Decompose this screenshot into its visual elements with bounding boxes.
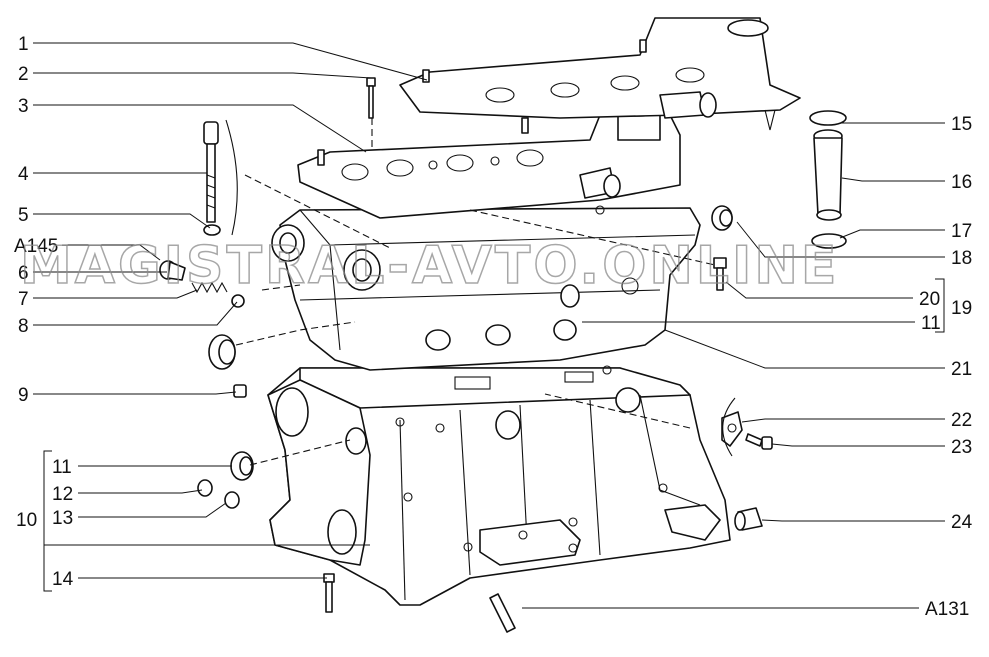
plug-6 [159, 260, 186, 281]
bush-13 [224, 491, 240, 509]
dowel-bush-9 [233, 384, 247, 398]
callout-label-a131: A131 [925, 599, 969, 620]
leader-line-8 [33, 301, 238, 326]
callout-label-9: 9 [18, 385, 29, 406]
callout-label-1: 1 [18, 34, 29, 55]
leader-line-22 [741, 418, 945, 423]
leader-line-3 [33, 104, 367, 153]
callout-label-a145: A145 [14, 236, 58, 257]
callout-label-6: 6 [18, 263, 29, 284]
camshaft-cover-rear [399, 17, 801, 131]
leader-line-a145 [62, 244, 161, 261]
callout-label-5: 5 [18, 205, 29, 226]
knock-sensor-22 [721, 411, 743, 447]
bolt-14 [323, 573, 335, 613]
callout-label-15: 15 [951, 114, 972, 135]
bolt-23 [745, 433, 773, 450]
callout-label-20: 20 [919, 289, 940, 310]
callout-label-8: 8 [18, 316, 29, 337]
leader-line-1 [33, 42, 428, 81]
callout-label-23: 23 [951, 437, 972, 458]
callout-label-7: 7 [18, 289, 29, 310]
leader-line-9 [33, 391, 237, 395]
head-bolt-4 [203, 121, 219, 223]
callout-label-19: 19 [951, 298, 972, 319]
watermark-text: MAGISTRAL-AVTO.ONLINE [20, 236, 839, 296]
callout-label-13: 13 [52, 508, 73, 529]
callout-label-17: 17 [951, 221, 972, 242]
callout-label-16: 16 [951, 172, 972, 193]
spring-7 [191, 281, 228, 294]
callout-label-22: 22 [951, 410, 972, 431]
plug-12 [197, 479, 213, 497]
callout-label-2: 2 [18, 64, 29, 85]
leader-line-5 [33, 213, 211, 229]
callout-label-14: 14 [52, 569, 74, 590]
callout-label-11: 11 [52, 457, 72, 478]
callout-label-10: 10 [16, 510, 37, 531]
leader-line-23 [771, 443, 945, 447]
assembly-lines [235, 118, 716, 466]
cylinder-head [271, 205, 701, 371]
washer-5 [203, 224, 221, 236]
oil-seal-11 [230, 451, 254, 481]
pin-a131 [489, 593, 516, 633]
head-bolt-2 [366, 77, 376, 119]
oil-tube-assembly [809, 110, 847, 249]
leader-line-7 [33, 289, 198, 299]
callout-label-11: 11 [921, 313, 941, 334]
group-bracket-10 [43, 450, 52, 592]
leader-line-16 [841, 177, 945, 182]
leader-line-20 [725, 281, 913, 299]
callout-label-24: 24 [951, 512, 973, 533]
camshaft-cover-front [297, 103, 681, 219]
leader-line-2 [33, 72, 372, 79]
leader-line-17 [839, 229, 945, 239]
callout-label-4: 4 [18, 164, 29, 185]
callout-label-12: 12 [52, 484, 73, 505]
cylinder-block [267, 365, 731, 606]
oil-seal-left [208, 334, 236, 370]
leader-line-12 [78, 489, 203, 494]
group-bracket-19 [935, 278, 945, 333]
leader-line-24 [761, 519, 945, 522]
callout-label-21: 21 [951, 359, 972, 380]
bracket-22 [722, 397, 736, 457]
oil-seal-18 [711, 205, 733, 231]
leader-line-13 [78, 502, 227, 518]
callout-label-18: 18 [951, 248, 972, 269]
leader-line-21 [664, 329, 945, 369]
bush-24 [734, 507, 763, 531]
bolt-20 [713, 257, 727, 291]
leader-line-18 [736, 221, 945, 258]
bracket-4-5 [225, 119, 238, 236]
callout-label-3: 3 [18, 96, 29, 117]
